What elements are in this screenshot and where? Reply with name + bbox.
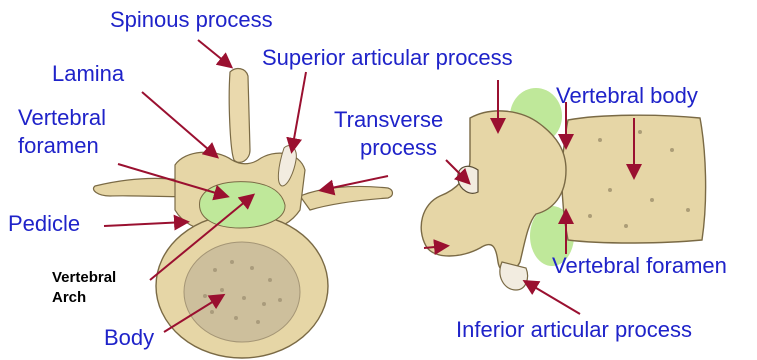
label-vertebral-foramen-right: Vertebral foramen — [552, 254, 727, 277]
label-spinous-process: Spinous process — [110, 8, 273, 31]
label-vertebral-arch-line2: Arch — [52, 288, 86, 308]
label-lamina: Lamina — [52, 62, 124, 85]
cancellous-bone — [184, 242, 300, 342]
label-transverse-process-line2: process — [360, 136, 437, 159]
spinous-process — [229, 69, 250, 163]
arrow-spinous-process — [198, 40, 230, 66]
lateral-inferior-articular — [500, 262, 528, 290]
label-vertebral-body: Vertebral body — [556, 84, 698, 107]
label-pedicle: Pedicle — [8, 212, 80, 235]
arrow-superior-articular — [292, 72, 306, 150]
label-transverse-process-line1: Transverse — [334, 108, 443, 131]
label-body: Body — [104, 326, 154, 349]
arrow-pedicle — [104, 222, 186, 226]
label-vertebral-foramen-line1: Vertebral — [18, 106, 106, 129]
arrow-inferior-articular — [526, 282, 580, 314]
arrow-lamina — [142, 92, 216, 156]
right-transverse-process — [300, 186, 393, 210]
label-superior-articular-process: Superior articular process — [262, 46, 513, 69]
label-inferior-articular-process: Inferior articular process — [456, 318, 692, 341]
label-vertebral-arch-line1: Vertebral — [52, 268, 116, 288]
label-vertebral-foramen-line2: foramen — [18, 134, 99, 157]
